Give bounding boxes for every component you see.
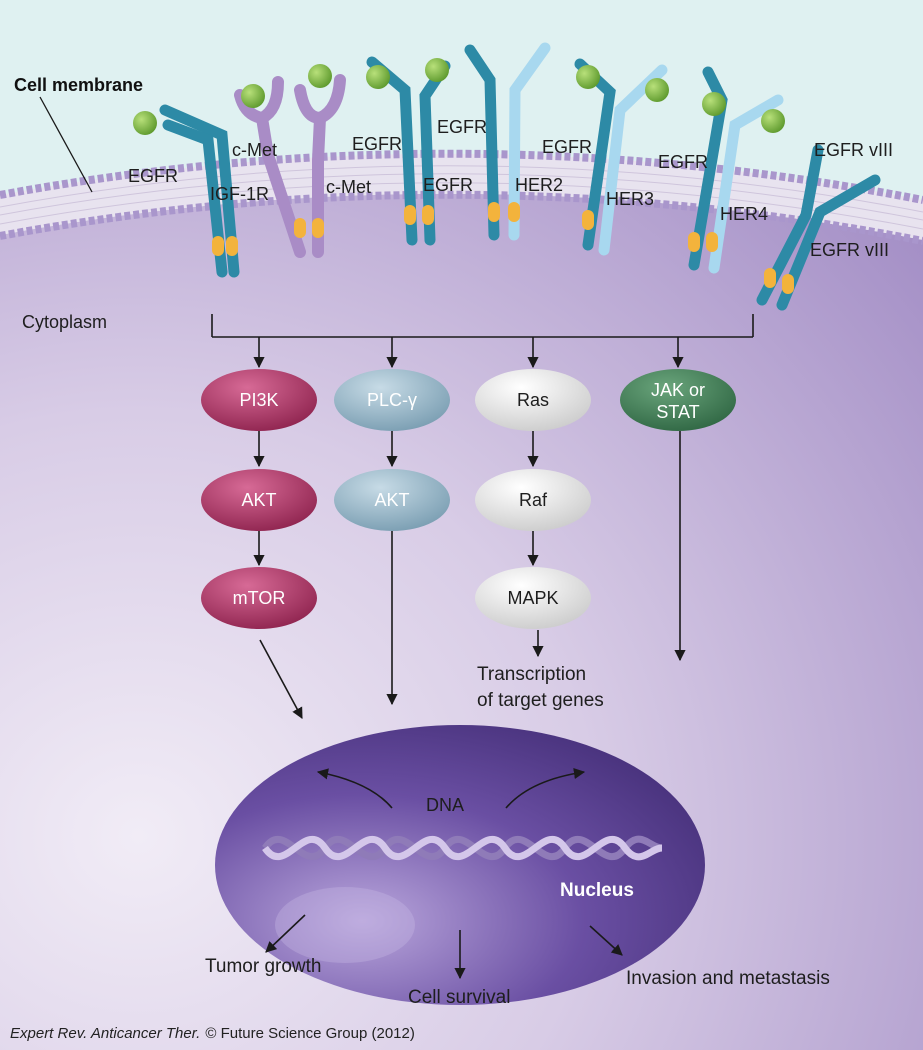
signal-bracket [211,314,754,369]
label-egfr-3: EGFR [437,117,487,137]
node-akt-2 [334,469,450,531]
label-cell-survival: Cell survival [408,987,510,1008]
receptor-egfr-egfr [366,56,451,246]
node-raf [475,469,591,531]
label-dna: DNA [426,795,464,815]
label-cmet-1: c-Met [232,140,277,160]
caption-copyright: © Future Science Group (2012) [205,1025,415,1042]
node-jak-stat [620,369,736,431]
label-egfr-1: EGFR [128,166,178,186]
outcomes: Tumor growth Cell survival Invasion and … [205,914,830,1008]
caption: Expert Rev. Anticancer Ther. © Future Sci… [10,1025,415,1042]
node-pi3k-label: PI3K [239,390,278,410]
label-cell-membrane: Cell membrane [14,75,143,95]
receptor-egfr-igf1r [133,104,240,278]
label-tumor-growth: Tumor growth [205,956,322,977]
node-mapk [475,567,591,629]
label-transcription-2: of target genes [477,690,604,711]
label-egfr-4: EGFR [423,175,473,195]
label-egfrviii-1: EGFR vIII [814,140,893,160]
node-akt-1 [201,469,317,531]
node-raf-label: Raf [519,490,548,510]
pathway-jak-stat: JAK or STAT [620,369,736,662]
label-invasion: Invasion and metastasis [626,968,830,989]
receptor-egfrviii [756,144,881,311]
label-egfr-6: EGFR [658,152,708,172]
node-mtor-label: mTOR [233,588,286,608]
receptor-cmet [234,64,346,258]
label-egfrviii-2: EGFR vIII [810,240,889,260]
node-jak-label-2: STAT [656,402,699,422]
nucleus-body [215,725,705,1005]
node-pi3k [201,369,317,431]
label-egfr-5: EGFR [542,137,592,157]
pathway-ras: Ras Raf MAPK Transcription of target gen… [475,369,604,711]
receptor-egfr-her3 [574,58,669,256]
node-mtor [201,567,317,629]
pathway-plc: PLC-γ AKT [334,369,450,706]
label-cytoplasm: Cytoplasm [22,312,107,332]
node-plc [334,369,450,431]
receptor-egfr-her4 [688,66,785,274]
label-transcription-1: Transcription [477,664,586,685]
pathway-pi3k: PI3K AKT mTOR [201,369,317,719]
label-nucleus: Nucleus [560,880,634,901]
node-akt-1-label: AKT [241,490,276,510]
nucleus: DNA Nucleus [215,725,705,1005]
node-ras [475,369,591,431]
label-cmet-2: c-Met [326,177,371,197]
label-igf1r: IGF-1R [210,184,269,204]
caption-journal: Expert Rev. Anticancer Ther. [10,1025,200,1042]
dna-helix [262,835,663,861]
node-mapk-label: MAPK [507,588,558,608]
receptors [133,42,881,311]
node-akt-2-label: AKT [374,490,409,510]
node-ras-label: Ras [517,390,549,410]
label-her2: HER2 [515,175,563,195]
label-egfr-2: EGFR [352,134,402,154]
cell-membrane-pointer [39,96,93,193]
node-plc-label: PLC-γ [367,390,417,410]
label-her3: HER3 [606,189,654,209]
label-her4: HER4 [720,204,768,224]
receptor-egfr-her2 [464,42,551,241]
node-jak-label-1: JAK or [651,380,705,400]
